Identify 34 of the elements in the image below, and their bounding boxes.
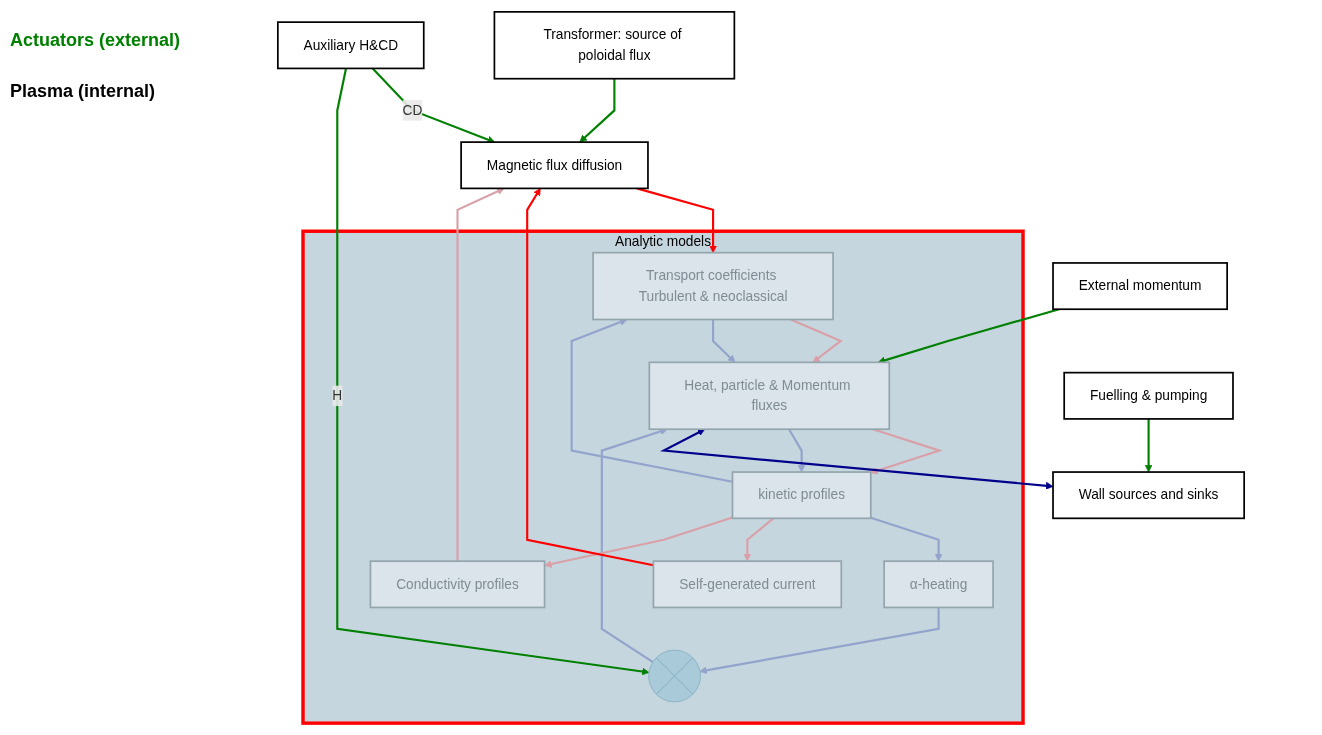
edge-label: CD (402, 102, 423, 118)
arrow (570, 318, 733, 483)
arrow (526, 188, 654, 567)
arrow (1144, 418, 1153, 473)
node-box: Transformer: source of poloidal flux (493, 11, 736, 80)
node-box: Heat, particle & Momentum fluxes (648, 361, 891, 431)
node-box: Transport coefficients Turbulent & neoclassical (592, 251, 834, 321)
node-box: External momentum (1052, 262, 1228, 311)
node-box: α-heating (883, 560, 994, 609)
arrow (660, 429, 1054, 490)
arrow (544, 516, 733, 568)
arrow (788, 428, 806, 473)
arrow (336, 68, 650, 676)
arrow (870, 516, 943, 562)
edge-label: H (332, 388, 343, 403)
arrow (743, 517, 775, 562)
node-box: kinetic profiles (731, 471, 872, 520)
arrow (371, 67, 495, 144)
arrow (870, 428, 943, 475)
region-label: Actuators (external) (10, 30, 181, 51)
arrow (699, 607, 940, 674)
node-box: Auxiliary H&CD (277, 21, 425, 70)
arrow (877, 308, 1060, 364)
node-box: Self-generated current (652, 560, 843, 609)
arrow (712, 319, 736, 363)
node-box: Conductivity profiles (369, 560, 546, 609)
arrow (456, 187, 505, 562)
node-box: Fuelling & pumping (1063, 371, 1234, 420)
node-box: Magnetic flux diffusion (460, 141, 649, 190)
node-box: Wall sources and sinks (1052, 471, 1245, 520)
arrow (579, 78, 616, 143)
arrow (636, 187, 717, 253)
arrow (790, 318, 843, 363)
region-label: Plasma (internal) (10, 81, 156, 102)
